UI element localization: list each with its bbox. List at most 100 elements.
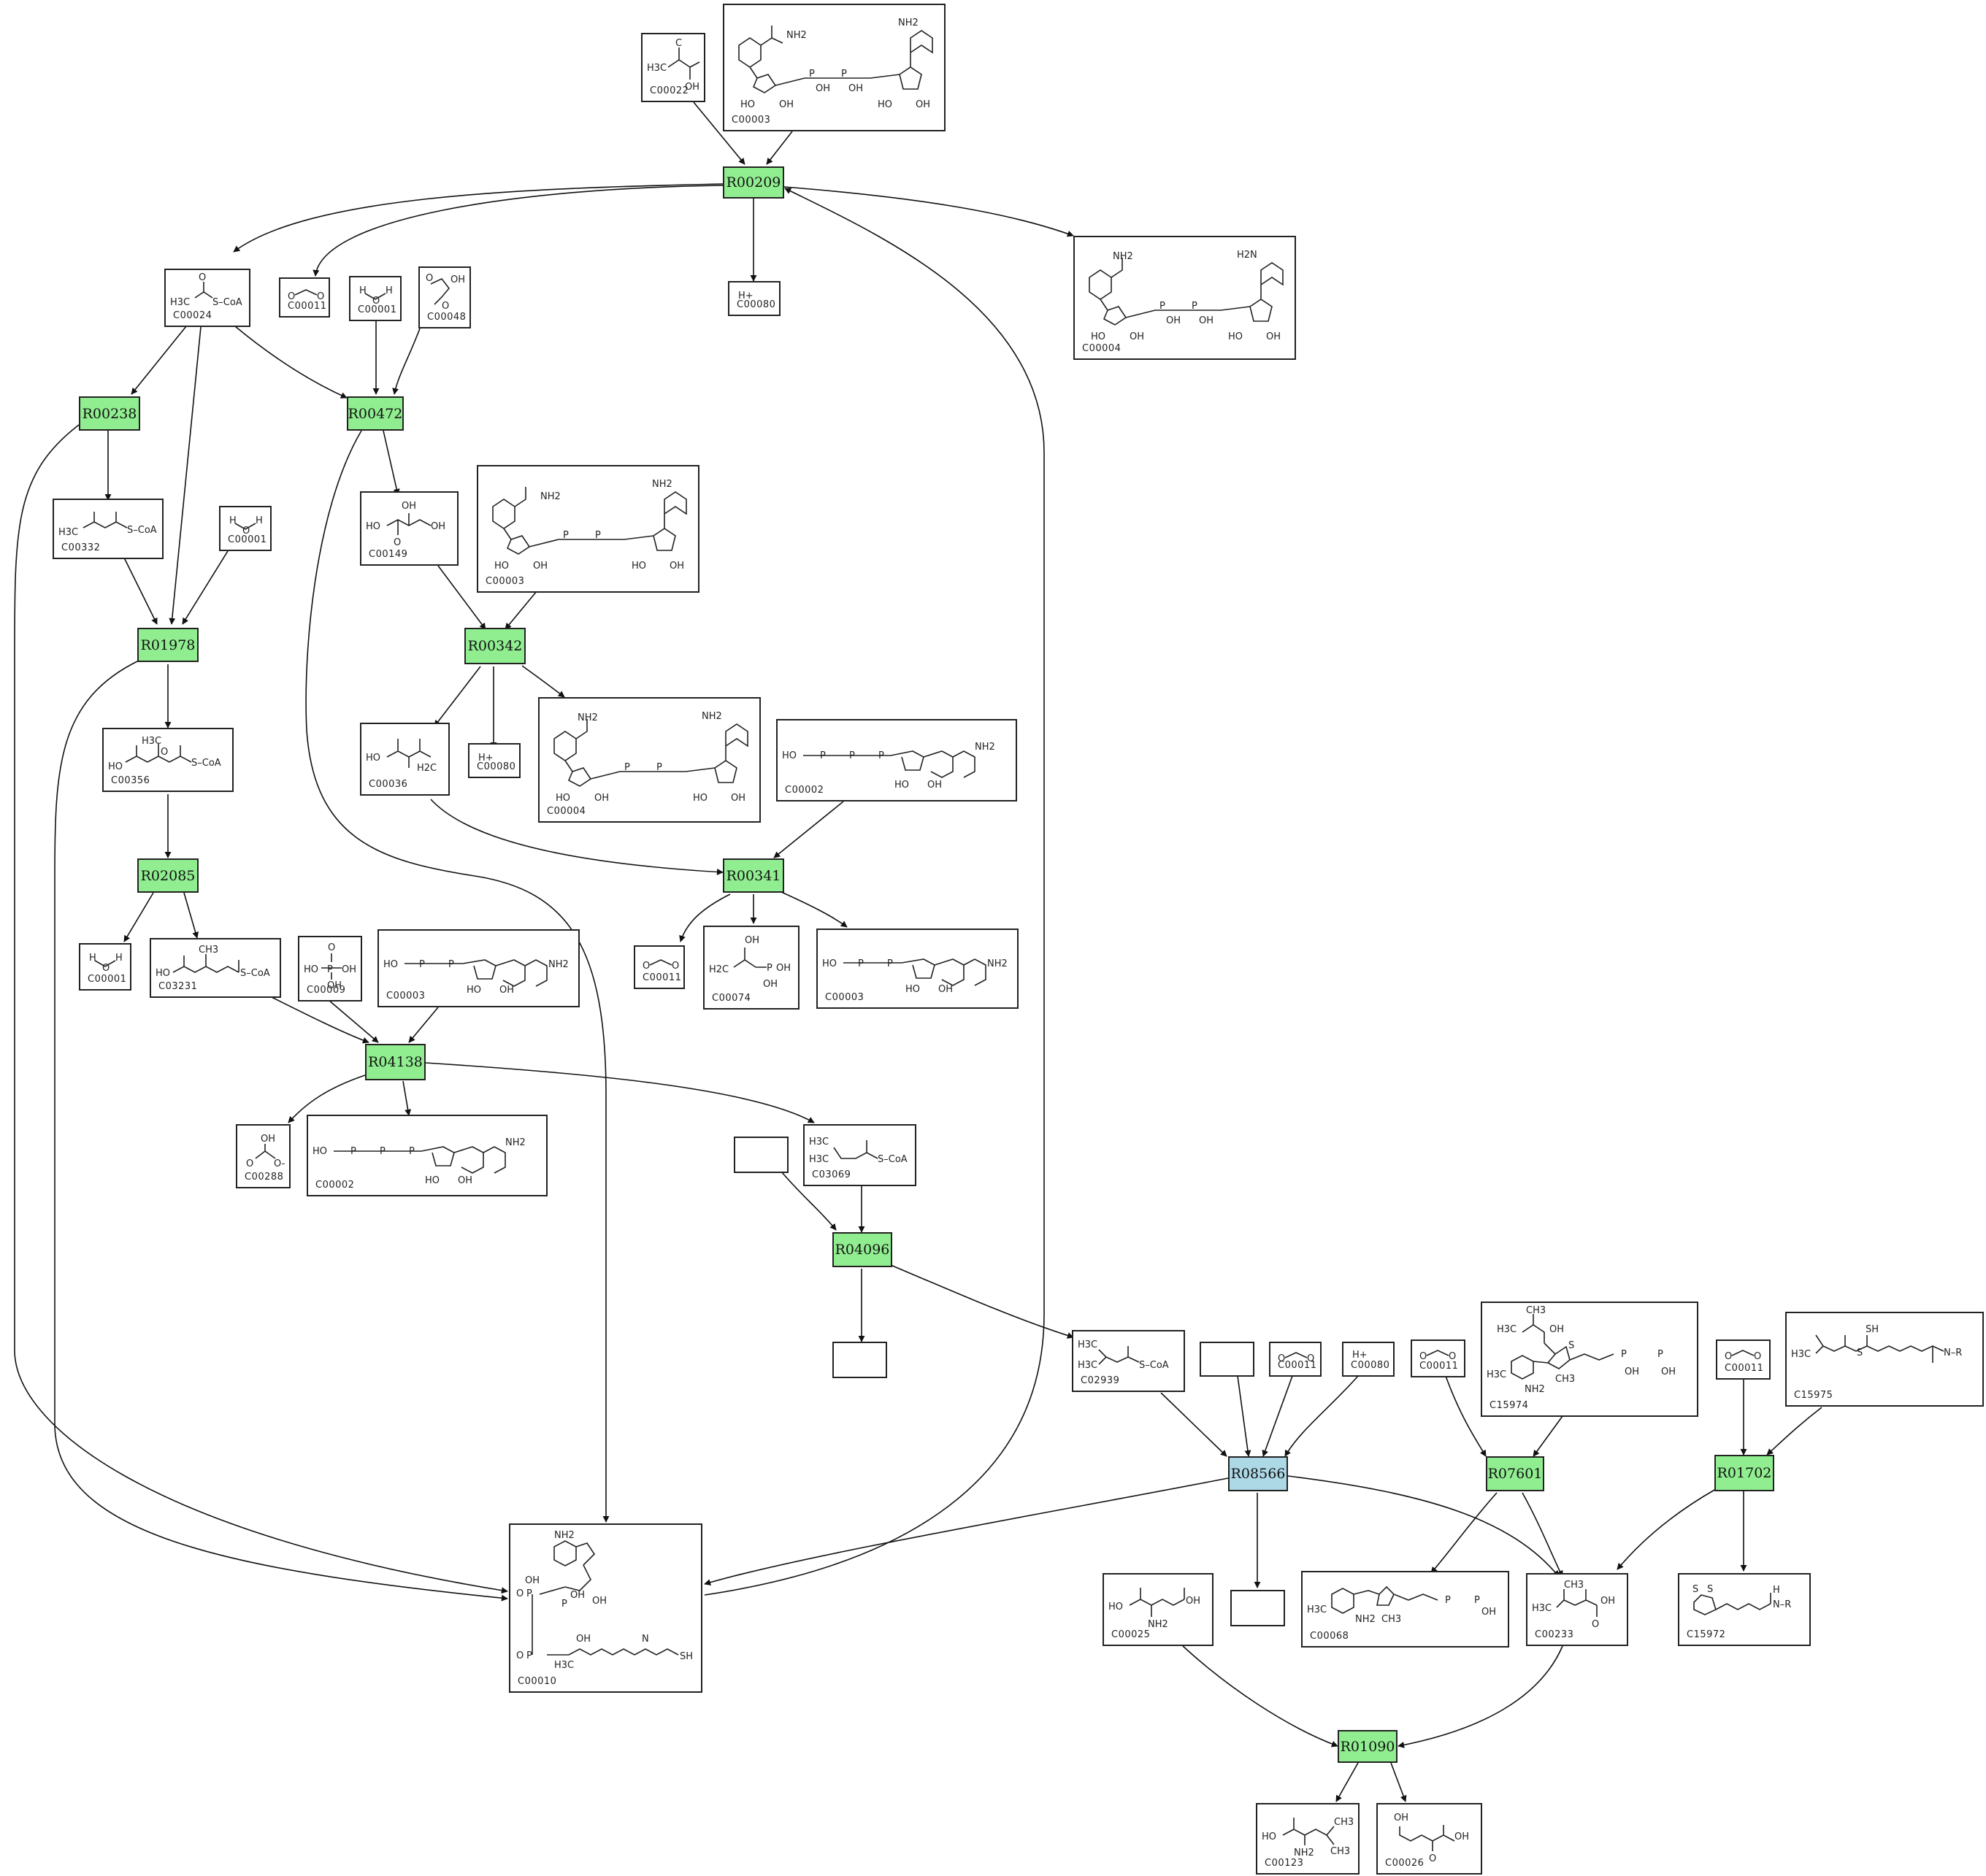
compound-id: C00004 bbox=[1082, 343, 1122, 354]
svg-text:HO: HO bbox=[467, 985, 481, 996]
reaction-R01090[interactable]: R01090 bbox=[1338, 1730, 1398, 1763]
compound-id: C03231 bbox=[158, 981, 198, 992]
edge bbox=[1237, 1375, 1251, 1457]
svg-text:OH: OH bbox=[1130, 331, 1144, 342]
compound-C03069[interactable]: H3C H3C S–CoA C03069 bbox=[803, 1124, 916, 1186]
svg-text:OH: OH bbox=[342, 964, 356, 975]
compound-C00001[interactable]: H O H C00001 bbox=[219, 506, 272, 551]
compound-empty[interactable] bbox=[734, 1137, 789, 1173]
reaction-R00472[interactable]: R00472 bbox=[347, 396, 404, 431]
compound-C00001[interactable]: H O H C00001 bbox=[349, 276, 402, 321]
compound-empty[interactable] bbox=[1230, 1590, 1285, 1626]
reaction-R07601[interactable]: R07601 bbox=[1486, 1456, 1544, 1491]
svg-text:HO: HO bbox=[156, 968, 170, 979]
compound-C00332[interactable]: H3C S–CoA C00332 bbox=[53, 499, 164, 559]
svg-text:NH2: NH2 bbox=[898, 18, 919, 28]
reaction-R00342[interactable]: R00342 bbox=[464, 628, 526, 664]
reaction-R00238[interactable]: R00238 bbox=[79, 396, 140, 431]
structure-drawing: H+ bbox=[478, 753, 494, 764]
compound-C00011[interactable]: O O C00011 bbox=[1411, 1339, 1465, 1377]
compound-C00068[interactable]: H3C NH2 CH3 P P OH C00068 bbox=[1301, 1571, 1509, 1648]
compound-C00123[interactable]: HO CH3 CH3 NH2 C00123 bbox=[1256, 1803, 1360, 1875]
svg-text:CH3: CH3 bbox=[1526, 1305, 1546, 1316]
compound-C00074[interactable]: OH H2C P OH OH C00074 bbox=[703, 926, 800, 1010]
compound-C03231[interactable]: HO CH3 S–CoA C03231 bbox=[150, 938, 281, 998]
compound-C00011[interactable]: O O C00011 bbox=[1269, 1342, 1322, 1377]
svg-text:N: N bbox=[642, 1634, 649, 1645]
svg-text:NH2: NH2 bbox=[1148, 1619, 1168, 1630]
compound-id: C02939 bbox=[1081, 1375, 1120, 1386]
compound-id: C15974 bbox=[1490, 1400, 1529, 1411]
svg-text:OH: OH bbox=[1481, 1607, 1496, 1618]
compound-C00022[interactable]: C H3C OH C00022 bbox=[641, 33, 705, 102]
edge bbox=[1182, 1645, 1338, 1748]
compound-C00025[interactable]: HO OH NH2 C00025 bbox=[1103, 1573, 1214, 1646]
compound-C00011[interactable]: O O C00011 bbox=[1716, 1339, 1771, 1380]
svg-text:OH: OH bbox=[1199, 315, 1214, 326]
reaction-R01702[interactable]: R01702 bbox=[1714, 1455, 1774, 1491]
compound-C00002[interactable]: HO P P P NH2 HO OH C00002 bbox=[776, 719, 1017, 801]
compound-C00024[interactable]: O H3C S–CoA C00024 bbox=[164, 269, 250, 327]
compound-C00002[interactable]: HO P P P NH2 HO OH C00002 bbox=[307, 1115, 548, 1196]
compound-C00080[interactable]: H+ C00080 bbox=[1342, 1342, 1395, 1377]
reaction-R00341[interactable]: R00341 bbox=[723, 858, 784, 893]
reaction-R00209[interactable]: R00209 bbox=[723, 166, 784, 199]
edge bbox=[392, 328, 421, 395]
edge bbox=[1430, 1492, 1498, 1574]
compound-C00356[interactable]: HO H3C O S–CoA C00356 bbox=[102, 728, 234, 792]
svg-text:HO: HO bbox=[108, 761, 123, 772]
reaction-R08566[interactable]: R08566 bbox=[1228, 1456, 1288, 1491]
compound-C00288[interactable]: OH O O- C00288 bbox=[236, 1124, 291, 1188]
compound-C00048[interactable]: OH O O C00048 bbox=[418, 266, 471, 328]
compound-C00011[interactable]: O O C00011 bbox=[279, 277, 330, 318]
compound-C15974[interactable]: H3C CH3 OH S H3C NH2 CH3 P P OH OH C1597… bbox=[1481, 1302, 1698, 1417]
svg-text:O-: O- bbox=[274, 1158, 285, 1169]
svg-text:HO: HO bbox=[1108, 1602, 1123, 1612]
svg-text:OH: OH bbox=[916, 99, 930, 110]
compound-C00149[interactable]: HO OH OH O C00149 bbox=[360, 491, 459, 566]
compound-C15972[interactable]: S S H N–R C15972 bbox=[1678, 1573, 1811, 1646]
compound-C00080[interactable]: H+ C00080 bbox=[728, 281, 781, 316]
edge bbox=[288, 1075, 366, 1123]
svg-text:P: P bbox=[624, 762, 630, 773]
edge bbox=[383, 430, 400, 496]
compound-C15975[interactable]: H3C S SH N–R C15975 bbox=[1785, 1312, 1984, 1407]
edge bbox=[131, 326, 187, 395]
compound-C00010[interactable]: NH2 OH O P P OH OH O P OH H3C N SH C0001… bbox=[509, 1523, 702, 1693]
reaction-R01978[interactable]: R01978 bbox=[137, 628, 199, 662]
compound-C00011[interactable]: O O C00011 bbox=[634, 945, 685, 989]
svg-text:P: P bbox=[1445, 1595, 1451, 1606]
compound-C00004[interactable]: NH2 H2N P P OH OH HO OH HO OH C00004 bbox=[1073, 236, 1296, 360]
compound-C00003[interactable]: NH2 NH2 P P HO OH HO OH C00003 bbox=[477, 465, 699, 593]
svg-text:CH3: CH3 bbox=[1334, 1817, 1354, 1828]
svg-text:HO: HO bbox=[1091, 331, 1105, 342]
svg-text:C: C bbox=[675, 38, 682, 49]
compound-C00233[interactable]: CH3 H3C OH O C00233 bbox=[1526, 1573, 1628, 1646]
compound-C00009[interactable]: O HO P OH OH C00009 bbox=[298, 936, 362, 1002]
compound-C00026[interactable]: OH OH O C00026 bbox=[1376, 1803, 1482, 1875]
svg-text:O: O bbox=[1429, 1853, 1436, 1864]
svg-text:HO: HO bbox=[894, 780, 909, 791]
reaction-R02085[interactable]: R02085 bbox=[137, 858, 199, 893]
compound-id: C00080 bbox=[737, 299, 776, 310]
compound-empty[interactable] bbox=[1200, 1342, 1254, 1377]
compound-C00003[interactable]: HO P P NH2 HO OH C00003 bbox=[377, 929, 580, 1007]
compound-C00003[interactable]: HO P P NH2 HO OH C00003 bbox=[816, 929, 1019, 1009]
compound-C00001[interactable]: H O H C00001 bbox=[79, 943, 131, 991]
svg-text:OH: OH bbox=[533, 561, 548, 572]
compound-C00004[interactable]: NH2 NH2 P P HO OH HO OH C00004 bbox=[538, 697, 761, 823]
reaction-R04096[interactable]: R04096 bbox=[832, 1232, 892, 1267]
edge bbox=[1522, 1492, 1563, 1577]
compound-C00003[interactable]: NH2 NH2 P P OH OH HO OH HO OH C00003 bbox=[723, 4, 946, 131]
svg-text:OH: OH bbox=[670, 561, 684, 572]
compound-C00080[interactable]: H+ C00080 bbox=[468, 743, 521, 778]
compound-C02939[interactable]: H3C H3C S–CoA C02939 bbox=[1072, 1330, 1185, 1392]
compound-empty[interactable] bbox=[832, 1342, 887, 1378]
reaction-R04138[interactable]: R04138 bbox=[365, 1044, 426, 1080]
svg-text:H2C: H2C bbox=[709, 964, 729, 975]
structure-drawing: S S H N–R bbox=[1692, 1584, 1791, 1615]
structure-drawing: O HO P OH OH bbox=[304, 942, 356, 991]
compound-C00036[interactable]: HO H2C C00036 bbox=[360, 723, 450, 796]
svg-text:H3C: H3C bbox=[142, 736, 161, 747]
